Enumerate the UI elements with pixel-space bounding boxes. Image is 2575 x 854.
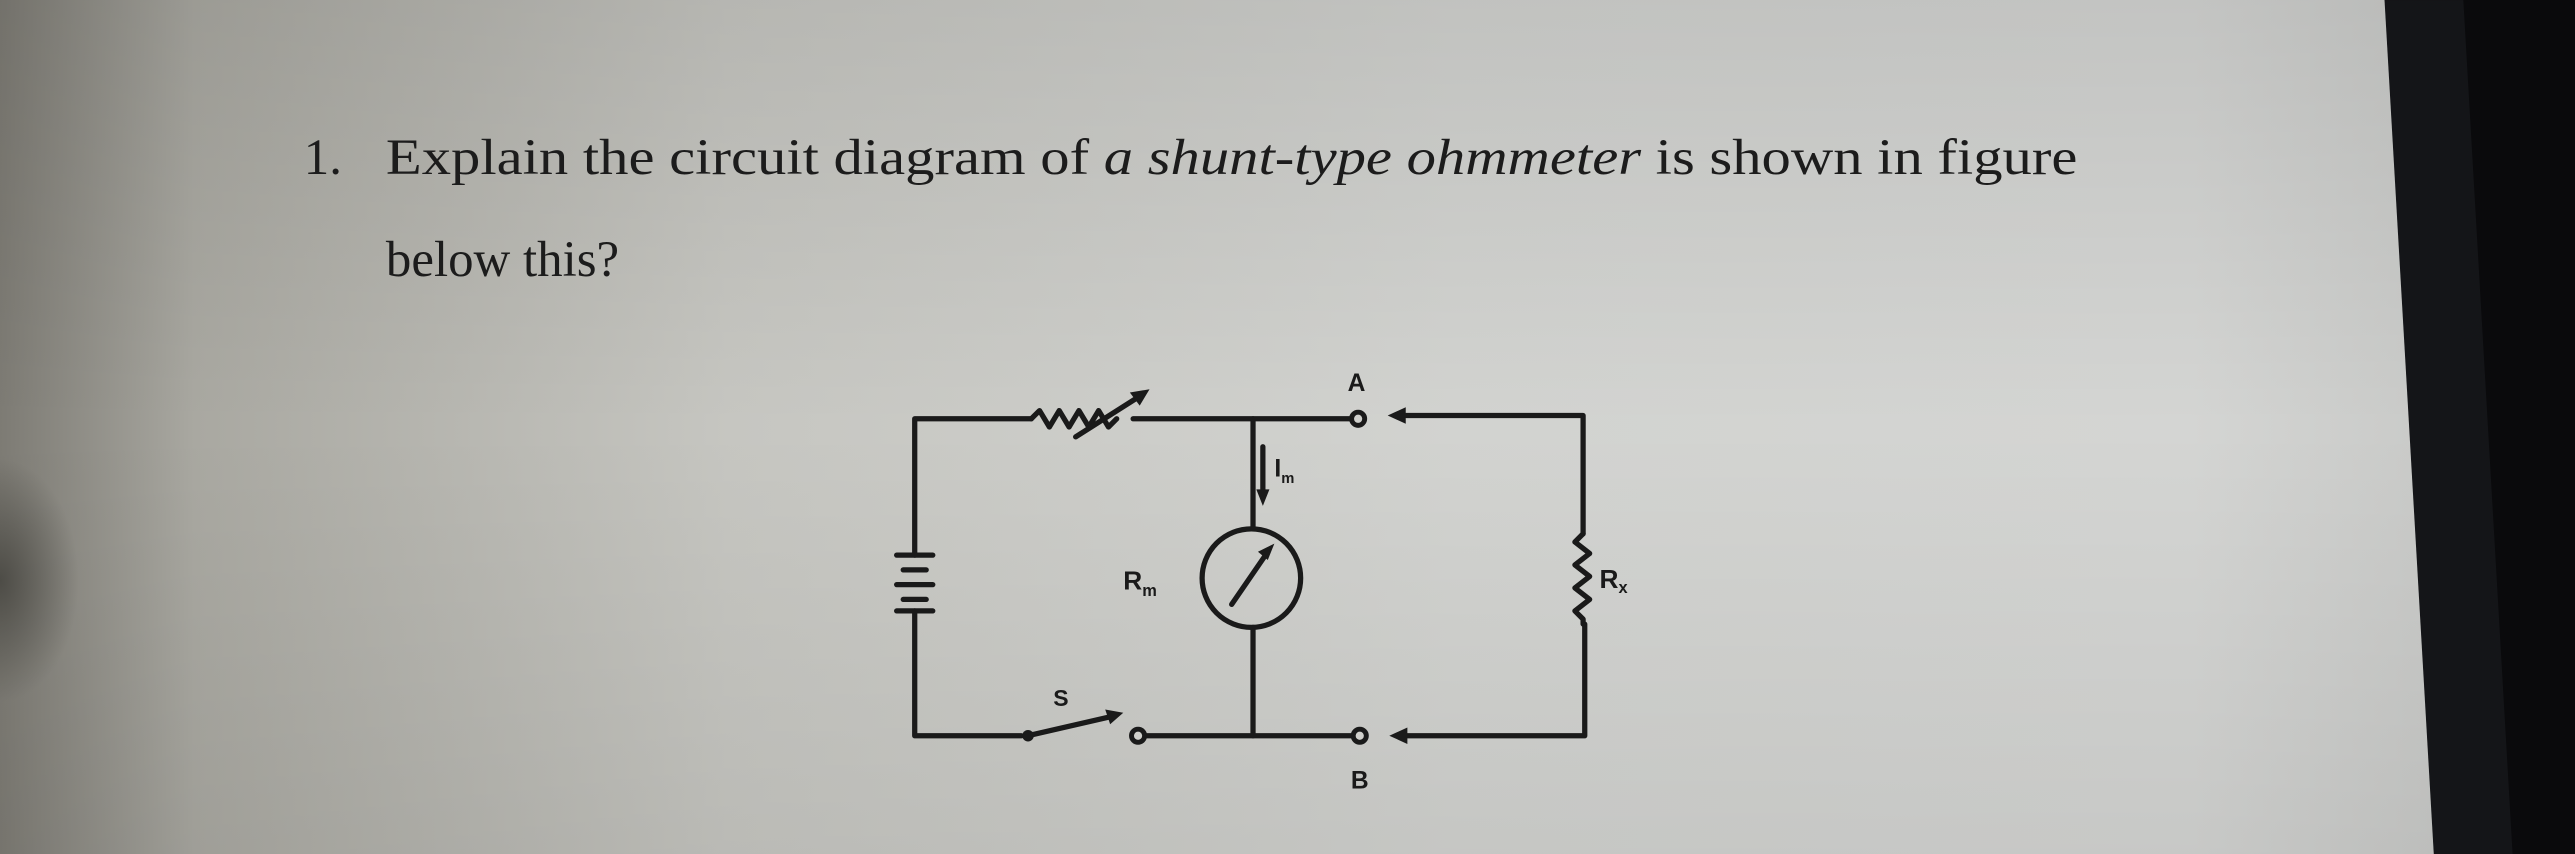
rx-label: Rx: [1600, 564, 1628, 597]
switch-icon: [1022, 709, 1148, 745]
question-line-1: Explain the circuit diagram of a shunt-t…: [386, 130, 2077, 186]
question-text: Explain the circuit diagram of: [386, 130, 1104, 186]
circuit-diagram: A B Rx Rm Im S: [894, 370, 1628, 794]
question-number: 1.: [304, 130, 342, 186]
question-line-2: below this?: [386, 232, 619, 288]
meter-icon: [1199, 526, 1304, 630]
im-label: Im: [1274, 455, 1294, 487]
arrow-left-icon: [1387, 407, 1406, 424]
switch-label: S: [1053, 685, 1068, 711]
current-arrow-icon: [1256, 444, 1270, 506]
arrow-left-icon: [1389, 727, 1408, 744]
battery-icon: [894, 552, 936, 614]
question-italic-term: a shunt-type ohmmeter: [1104, 130, 1641, 186]
terminal-a-label: A: [1348, 370, 1366, 397]
terminal-b: [1350, 726, 1369, 745]
question-text-end: is shown in figure: [1641, 130, 2077, 186]
resistor-icon: [1572, 531, 1593, 627]
terminal-a: [1349, 409, 1368, 428]
rm-label: Rm: [1123, 566, 1157, 601]
terminal-b-label: B: [1351, 767, 1369, 794]
variable-resistor-icon: [1028, 389, 1150, 440]
